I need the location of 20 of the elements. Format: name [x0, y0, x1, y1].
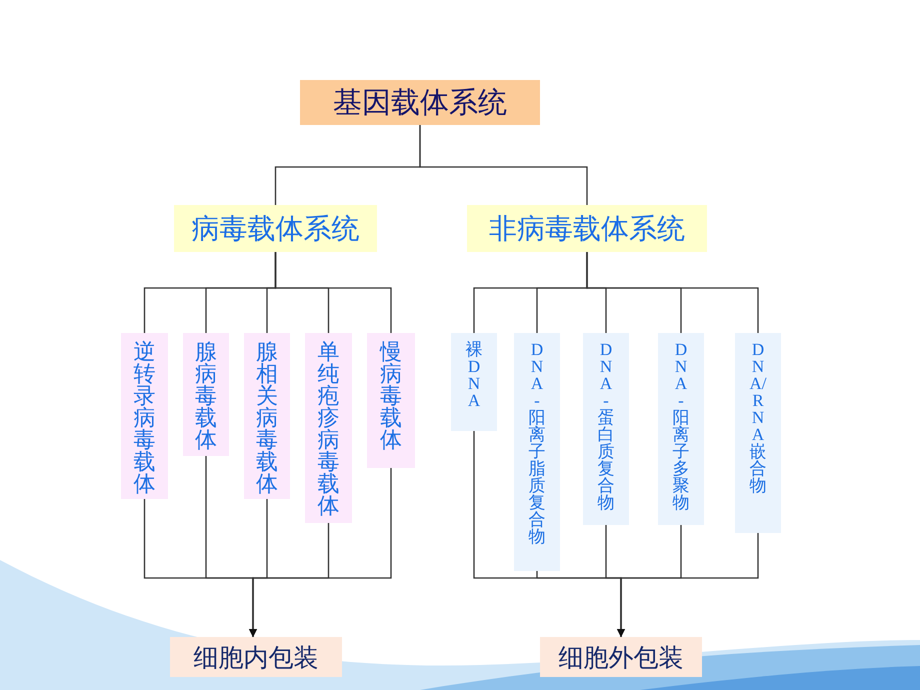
- vertical-label-box: DNA-阳离子多聚物: [658, 333, 704, 525]
- category-box: 病毒载体系统: [174, 205, 377, 252]
- vertical-label-box: 腺病毒载体: [183, 333, 229, 456]
- vertical-label-box: 腺相关病毒载体: [244, 333, 290, 499]
- arrow: [617, 533, 759, 637]
- title-box: 基因载体系统: [300, 80, 540, 125]
- result-box: 细胞外包装: [540, 637, 702, 677]
- connector-line: [419, 125, 588, 205]
- vertical-label-box: DNA-蛋白质复合物: [583, 333, 629, 525]
- vertical-label-box: DNA/RNA嵌合物: [735, 333, 781, 533]
- arrow: [249, 468, 392, 637]
- vertical-label-box: 裸DNA: [451, 333, 497, 431]
- result-box: 细胞内包装: [170, 637, 342, 677]
- vertical-label-box: 慢病毒载体: [367, 333, 415, 468]
- category-box: 非病毒载体系统: [467, 205, 707, 252]
- connector-line: [274, 252, 392, 333]
- connector-line: [586, 252, 759, 333]
- vertical-label-box: 逆转录病毒载体: [121, 333, 168, 499]
- vertical-label-box: DNA-阳离子脂质复合物: [514, 333, 560, 571]
- vertical-label-box: 单纯疱疹病毒载体: [305, 333, 352, 523]
